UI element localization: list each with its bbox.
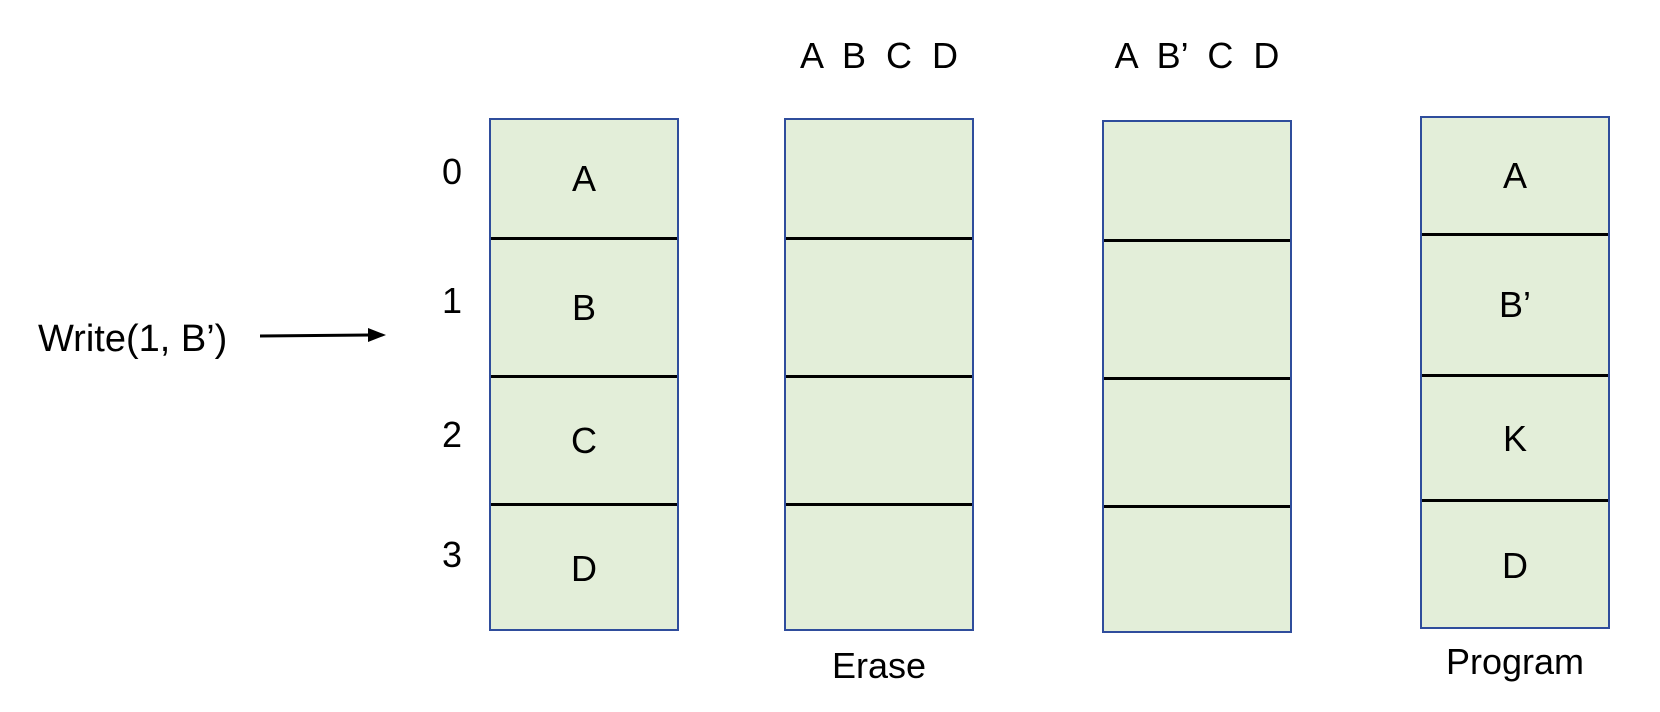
block-programmed: A B’ K D — [1420, 116, 1610, 629]
block-header-erase: A B C D — [799, 35, 959, 76]
cell-divider — [491, 503, 677, 506]
block-cell: C — [571, 420, 597, 461]
cell-divider — [786, 503, 972, 506]
block-cell: K — [1502, 417, 1527, 459]
row-number-0: 0 — [441, 151, 463, 192]
block-cell: A — [571, 158, 596, 199]
cell-divider — [1422, 499, 1608, 502]
cell-divider — [1104, 239, 1290, 242]
caption-program: Program — [1445, 641, 1585, 682]
write-arrow-icon — [259, 328, 386, 342]
row-number-3: 3 — [441, 534, 463, 575]
block-cell: D — [571, 547, 597, 589]
block-buffered — [1102, 120, 1292, 633]
block-header-buffer: A B’ C D — [1114, 35, 1280, 76]
cell-divider — [1104, 505, 1290, 508]
block-cell: B’ — [1498, 284, 1531, 325]
cell-divider — [786, 237, 972, 240]
cell-divider — [491, 375, 677, 378]
row-number-1: 1 — [441, 280, 463, 321]
block-original: A B C D — [489, 118, 679, 631]
block-cell: D — [1502, 544, 1528, 586]
cell-divider — [1422, 374, 1608, 377]
cell-divider — [1422, 233, 1608, 236]
row-number-2: 2 — [441, 414, 463, 455]
write-operation-label: Write(1, B’) — [38, 318, 228, 360]
block-cell: B — [571, 287, 596, 328]
cell-divider — [1104, 377, 1290, 380]
block-cell: A — [1502, 155, 1527, 196]
cell-divider — [491, 237, 677, 240]
caption-erase: Erase — [831, 645, 927, 686]
cell-divider — [786, 375, 972, 378]
block-erased — [784, 118, 974, 631]
